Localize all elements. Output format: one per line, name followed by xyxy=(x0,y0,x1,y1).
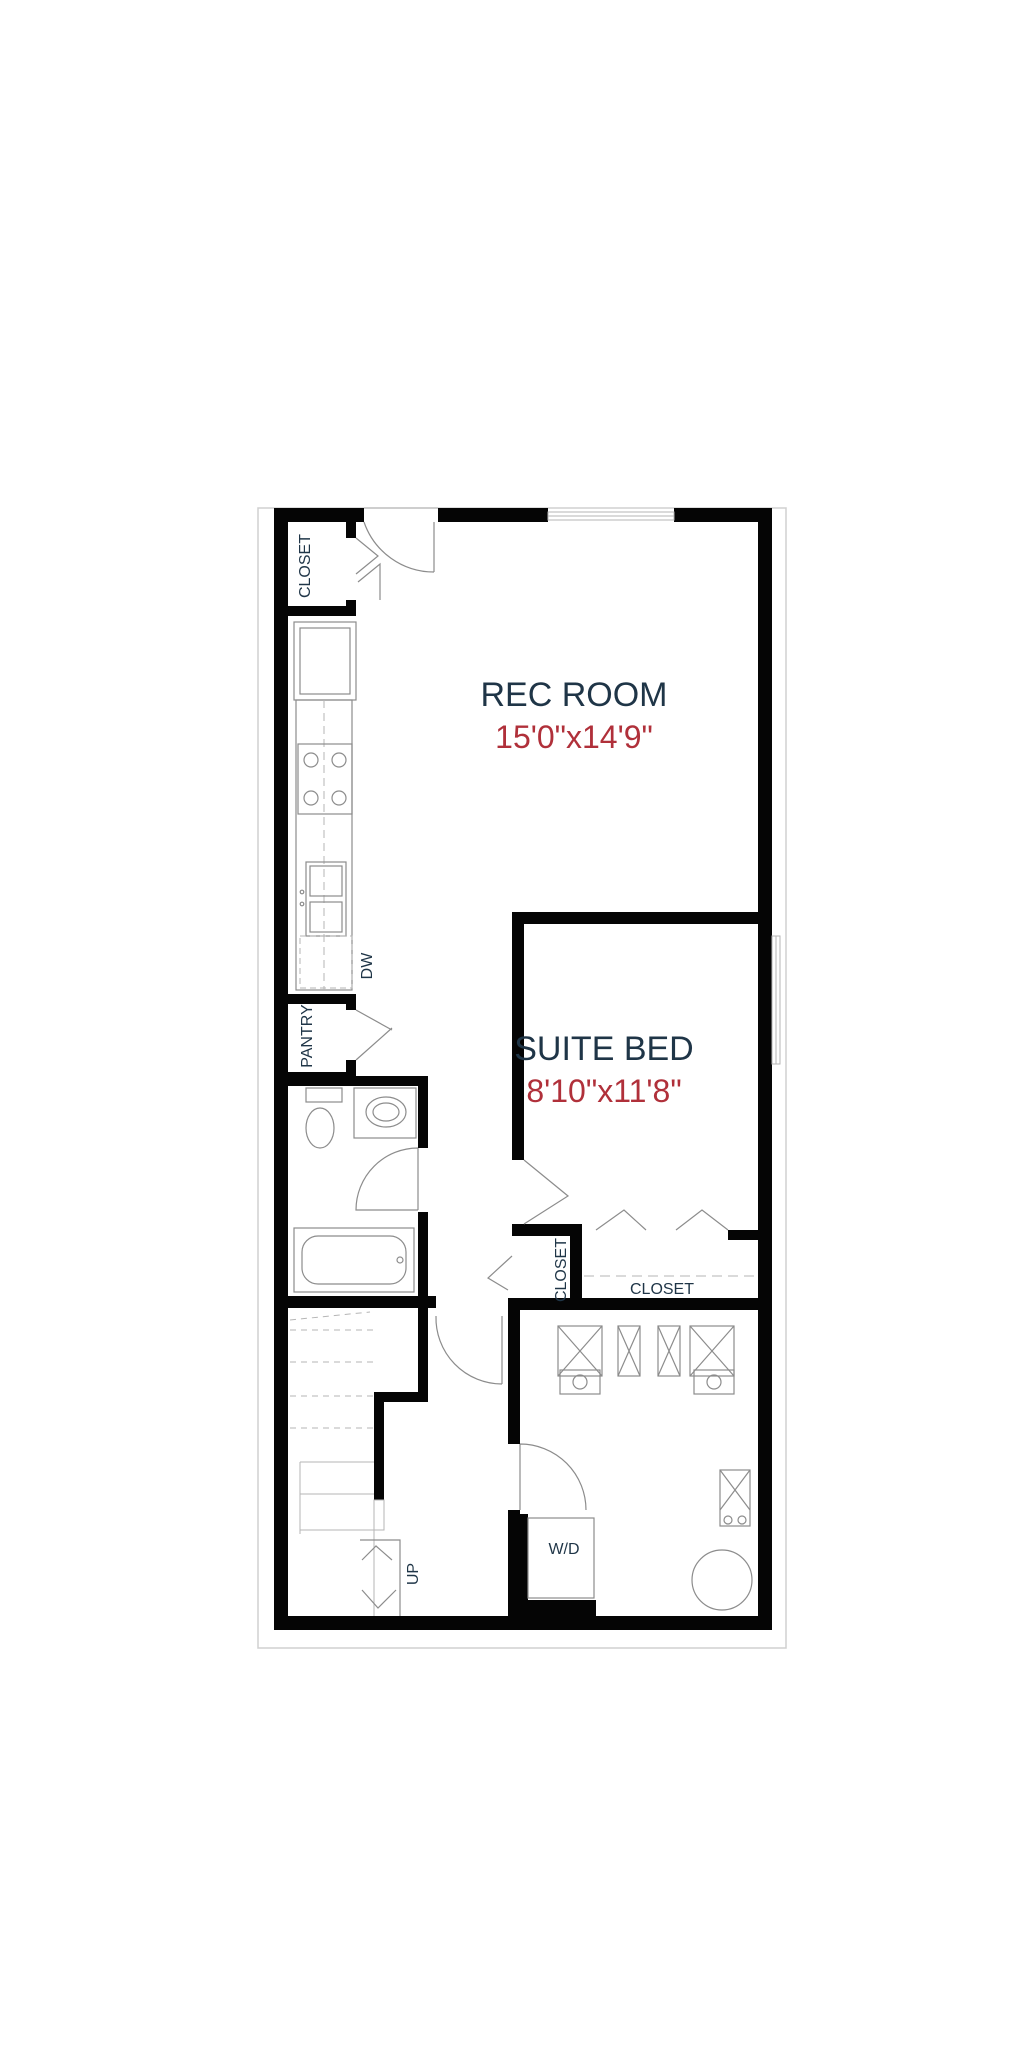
laundry-door xyxy=(519,1443,587,1511)
suite-bed-dimensions: 8'10"x11'8" xyxy=(526,1073,681,1109)
pantry-label: PANTRY xyxy=(299,1004,316,1068)
bathroom-fixtures xyxy=(293,1087,417,1293)
bathroom-door xyxy=(355,1147,419,1211)
closet-label-top-left: CLOSET xyxy=(297,534,314,598)
kitchen-sink xyxy=(305,861,347,937)
rec-room-dimensions: 15'0"x14'9" xyxy=(495,719,653,755)
windows xyxy=(364,507,781,1065)
toilet-bowl xyxy=(305,1107,335,1149)
utility-fixtures xyxy=(527,1325,753,1611)
electrical-panel xyxy=(719,1469,751,1527)
hot-water-tank xyxy=(617,1325,641,1377)
pantry-door xyxy=(355,1009,393,1061)
vanity xyxy=(353,1087,417,1139)
stairs xyxy=(289,1311,401,1616)
kitchen-fixtures xyxy=(293,621,357,991)
furnace xyxy=(557,1325,603,1377)
walls xyxy=(274,508,772,1630)
washer-dryer-label: W/D xyxy=(548,1541,579,1558)
entry-door xyxy=(363,521,435,573)
toilet-tank xyxy=(305,1087,343,1103)
fridge xyxy=(293,621,357,701)
hall-door xyxy=(435,1315,503,1385)
bathtub xyxy=(293,1227,415,1293)
small-closet-door xyxy=(487,1255,513,1291)
closet-label-bed-small: CLOSET xyxy=(553,1238,570,1302)
dishwasher-label: DW xyxy=(359,952,376,980)
washer-dryer xyxy=(527,1517,595,1599)
closet-label-bed: CLOSET xyxy=(630,1281,694,1298)
doors xyxy=(355,521,729,1511)
suite-bed-name: SUITE BED xyxy=(514,1030,693,1068)
stove xyxy=(297,743,353,815)
stairs-up-label: UP xyxy=(405,1563,422,1585)
sump-pit xyxy=(691,1549,753,1611)
rec-room-name: REC ROOM xyxy=(481,676,668,714)
room-labels: REC ROOM 15'0"x14'9" SUITE BED 8'10"x11'… xyxy=(297,534,694,1585)
bed-closet-doors xyxy=(595,1209,729,1231)
closet-door xyxy=(355,537,381,600)
bedroom-door xyxy=(523,1159,570,1225)
dishwasher xyxy=(299,935,353,989)
